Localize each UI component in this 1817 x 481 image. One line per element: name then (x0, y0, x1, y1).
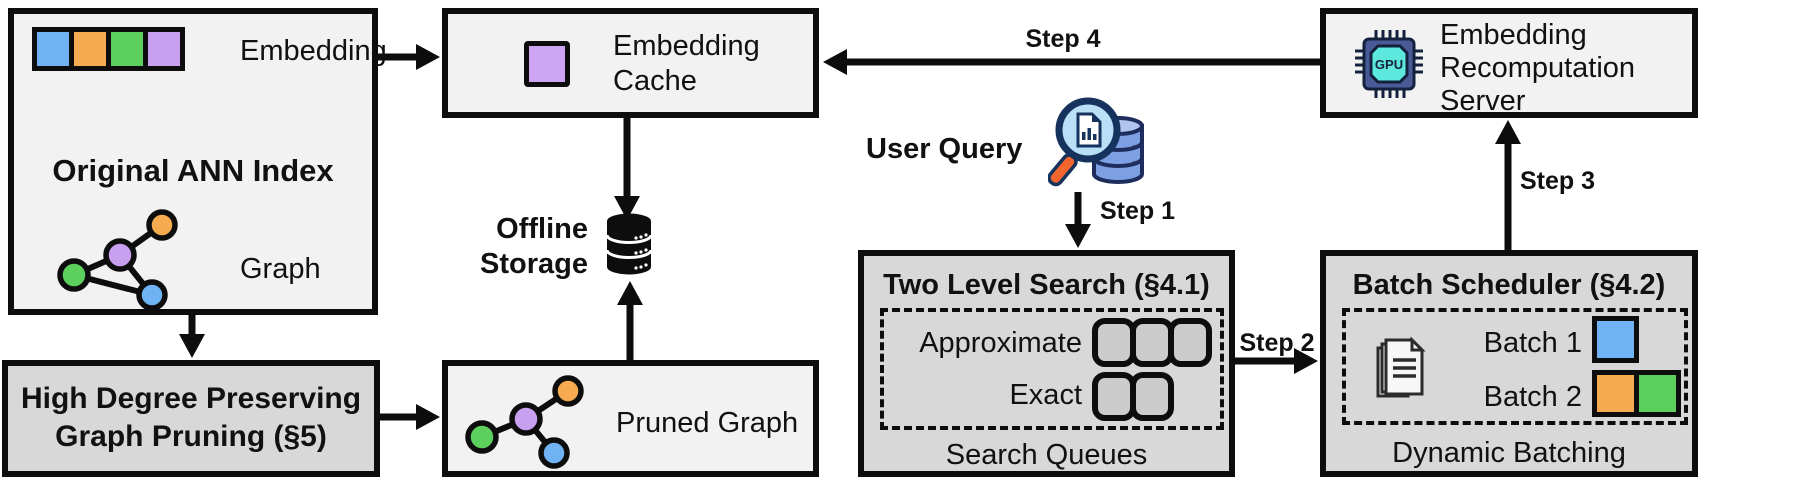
pruned-graph-icon (465, 375, 584, 469)
embedding-swatch-purple (143, 27, 185, 71)
batch2-swatch-green (1634, 370, 1681, 417)
exact-queue-icons (1092, 372, 1174, 421)
gpu-chip-icon: GPU (1355, 30, 1423, 98)
embedding-swatch-orange (69, 27, 111, 71)
pruned-graph-label: Pruned Graph (616, 407, 799, 439)
two-level-search-box: Two Level Search (§4.1) Approximate Exac… (858, 250, 1235, 477)
search-queues-caption: Search Queues (945, 439, 1148, 471)
offline-storage-database-icon (605, 213, 653, 275)
embedding-cache-label: Embedding Cache (613, 30, 760, 97)
graph-pruning-line1: High Degree Preserving (20, 382, 362, 415)
step1-label: Step 1 (1100, 197, 1176, 225)
two-level-search-title: Two Level Search (§4.1) (883, 269, 1210, 301)
original-graph-icon (57, 209, 178, 309)
original-ann-index-box: Embedding Original ANN Index Graph (8, 8, 387, 315)
query-documents-icon (1376, 336, 1426, 398)
approximate-queue-icons (1092, 318, 1212, 367)
pruned-graph-box: Pruned Graph (442, 360, 819, 477)
batch1-embedding-icons (1592, 316, 1639, 363)
gpu-chip-text: GPU (1375, 57, 1403, 72)
embedding-swatch-green (106, 27, 148, 71)
search-queues-panel: Approximate Exact (880, 308, 1224, 430)
queue-slot-icon (1168, 318, 1212, 367)
original-ann-index-title: Original ANN Index (52, 153, 334, 188)
batch2-swatch-orange (1592, 370, 1639, 417)
approximate-label: Approximate (919, 327, 1082, 359)
recomputation-server-box: GPU Embedding Recomputation Server (1320, 8, 1698, 118)
embedding-swatch-blue (32, 27, 74, 71)
dynamic-batching-caption: Dynamic Batching (1392, 437, 1626, 469)
batch2-embedding-icons (1592, 370, 1681, 417)
embedding-cache-box: Embedding Cache (442, 8, 819, 118)
user-query-label: User Query (866, 133, 1023, 165)
graph-pruning-box: High Degree Preserving Graph Pruning (§5… (2, 360, 380, 477)
dynamic-batching-panel: Batch 1 Batch 2 (1342, 308, 1688, 425)
cached-embedding-icon (524, 41, 570, 87)
recomputation-server-label: Embedding Recomputation Server (1440, 19, 1636, 117)
batch-scheduler-title: Batch Scheduler (§4.2) (1352, 269, 1666, 301)
batch2-label: Batch 2 (1483, 381, 1582, 413)
batch1-swatch-blue (1592, 316, 1639, 363)
step3-label: Step 3 (1520, 167, 1596, 195)
queue-slot-icon (1130, 372, 1174, 421)
graph-label: Graph (240, 253, 321, 285)
embedding-label: Embedding (240, 35, 387, 67)
user-query-icon (1048, 97, 1144, 187)
step2-label: Step 2 (1239, 329, 1315, 357)
offline-storage-label: Offline Storage (480, 213, 588, 280)
step4-label: Step 4 (1025, 25, 1101, 53)
graph-pruning-line2: Graph Pruning (§5) (55, 419, 327, 453)
embedding-vector-icon (32, 27, 185, 71)
batch-scheduler-box: Batch Scheduler (§4.2) Batch 1 Batc (1320, 250, 1698, 477)
exact-label: Exact (1009, 379, 1082, 411)
batch1-label: Batch 1 (1483, 327, 1582, 359)
